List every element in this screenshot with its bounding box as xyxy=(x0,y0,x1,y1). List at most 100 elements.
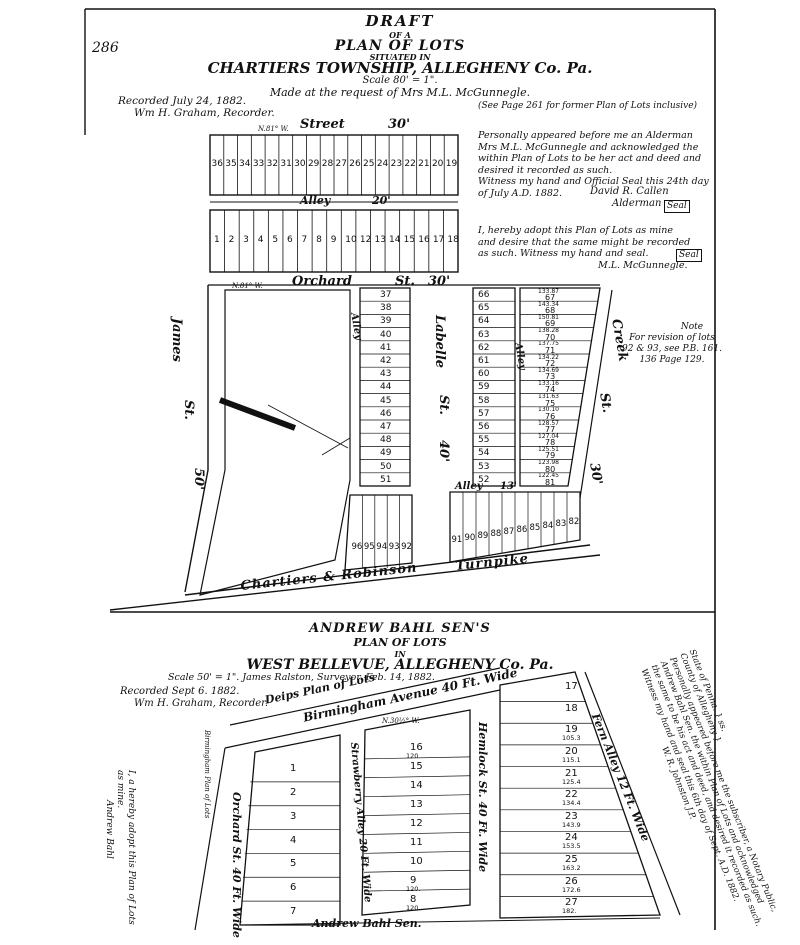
lot-divider xyxy=(363,756,471,760)
lot-number-col-b: 60 xyxy=(478,369,490,380)
lot-number-col-b: 63 xyxy=(478,329,490,340)
block-bottom-right xyxy=(449,491,581,563)
orchard-st: St. xyxy=(395,274,415,289)
fern-alley-line xyxy=(584,671,681,916)
lot-divider xyxy=(363,888,471,892)
lot-number-col-c: 72 xyxy=(545,359,556,368)
lot-divider xyxy=(363,775,471,779)
alley-bottom-width: 13' xyxy=(500,481,517,492)
lot-number-row2: 18 xyxy=(447,235,459,245)
lot-depth-lower-c: 105.3 xyxy=(562,734,581,743)
block-bottom-left xyxy=(344,494,413,571)
lot-depth-col-c: 125.51 xyxy=(538,445,559,453)
lot-number-col-a: 51 xyxy=(380,474,392,485)
lot-number-row1: 32 xyxy=(266,159,279,169)
lot-number-bottom-right: 86 xyxy=(516,525,528,535)
lot-number-row2: 16 xyxy=(418,235,430,245)
lower-block-c xyxy=(499,671,661,919)
lot-number-lower-b: 12 xyxy=(410,818,423,829)
creek-width-label: 30' xyxy=(586,461,605,487)
lower-signature: Andrew Bahl Sen. xyxy=(312,917,422,930)
lot-number-lower-b: 14 xyxy=(410,780,423,792)
lot-number-lower-b: 13 xyxy=(410,799,423,811)
creek-st-line xyxy=(579,289,613,499)
lot-number-lower-c: 23 xyxy=(565,810,578,822)
lot-number-row1: 25 xyxy=(363,159,375,169)
lot-number-row1: 24 xyxy=(376,159,389,169)
lot-depth-col-c: 150.81 xyxy=(538,313,559,321)
lot-number-row2: 8 xyxy=(316,235,322,245)
column-b-lots xyxy=(472,287,516,487)
lower-scale-line: Scale 50' = 1". James Ralston, Surveyor.… xyxy=(168,672,435,683)
lot-number-bottom-right: 82 xyxy=(568,517,580,527)
lot-number-col-c: 68 xyxy=(545,306,556,316)
lot-depth-lower-c: 134.4 xyxy=(562,799,581,808)
alderman-title: Alderman xyxy=(612,198,662,209)
lot-depth-col-c: 123.98 xyxy=(538,459,559,467)
lot-depth-col-c: 138.28 xyxy=(538,327,559,335)
lot-number-col-a: 47 xyxy=(380,422,392,432)
lot-depth-col-c: 128.57 xyxy=(538,419,559,427)
upper-recorder: Wm H. Graham, Recorder. xyxy=(134,107,275,119)
lot-depth-col-c: 133.16 xyxy=(538,379,559,387)
lot-number-lower-c: 26 xyxy=(565,875,578,887)
alley-bottom-label: Alley xyxy=(455,481,483,492)
lot-number-bottom-left: 94 xyxy=(376,542,388,552)
creek-st-label: St. xyxy=(596,391,615,415)
lot-number-col-b: 58 xyxy=(478,395,490,406)
upper-heading-title: PLAN OF LOTS xyxy=(334,38,466,54)
lot-number-bottom-right: 85 xyxy=(529,523,541,533)
lot-number-lower-c: 20 xyxy=(565,745,578,757)
lot-depth-col-c: 137.75 xyxy=(538,340,559,348)
turnpike-line-1 xyxy=(184,544,591,596)
lot-number-lower-b: 16 xyxy=(410,742,423,754)
lot-number-col-b: 62 xyxy=(478,342,490,353)
lot-divider xyxy=(363,813,471,816)
revision-note: Note For revision of lots 92 & 93, see P… xyxy=(622,322,722,365)
birmingham-plan-label: Birmingham Plan of Lots xyxy=(203,730,211,819)
lot-number-bottom-left: 95 xyxy=(363,542,375,552)
lot-number-row2: 3 xyxy=(243,235,249,245)
lot-divider xyxy=(363,794,471,798)
lot-depth-lower-c: 125.4 xyxy=(562,777,581,786)
lot-number-col-a: 39 xyxy=(380,316,392,327)
lot-number-row2: 13 xyxy=(374,235,386,245)
lot-number-col-b: 55 xyxy=(478,435,490,446)
lot-number-lower-c: 21 xyxy=(565,767,578,779)
lot-number-lower-c: 19 xyxy=(565,724,578,736)
lot-depth-lower-c: 163.2 xyxy=(562,864,581,873)
labelle-width-label: 40' xyxy=(436,440,451,463)
lot-number-col-b: 53 xyxy=(478,461,490,472)
lot-number-row2: 4 xyxy=(257,235,264,245)
lot-number-col-c: 77 xyxy=(545,425,556,434)
turnpike-line-2 xyxy=(109,554,601,611)
lower-heading-title: PLAN OF LOTS xyxy=(353,636,447,649)
lot-number-row2: 6 xyxy=(286,235,293,245)
lot-number-row1: 29 xyxy=(307,159,320,169)
lower-heading-place: WEST BELLEVUE, ALLEGHENY Co. Pa. xyxy=(246,657,554,673)
street-top-width: 30' xyxy=(388,117,411,132)
lower-block-a xyxy=(239,734,341,926)
lot-number-col-c: 69 xyxy=(545,319,556,329)
lot-number-bottom-right: 89 xyxy=(477,531,489,541)
lot-number-col-c: 75 xyxy=(545,398,556,408)
lot-number-row2: 7 xyxy=(301,235,308,245)
lot-number-col-b: 56 xyxy=(478,422,490,432)
lot-number-lower-c: 25 xyxy=(565,854,578,866)
lot-number-lower-a: 5 xyxy=(290,858,297,870)
lot-number-col-c: 74 xyxy=(545,385,556,395)
lot-number-row1: 33 xyxy=(252,159,265,169)
lot-depth-lower-c: 182. xyxy=(562,907,577,916)
lot-number-col-c: 76 xyxy=(545,411,556,421)
lot-depth-lower-c: 153.5 xyxy=(562,842,581,851)
lot-number-lower-b: 8 xyxy=(410,893,417,905)
birmingham-line xyxy=(224,689,501,749)
lot-number-lower-b: 9 xyxy=(410,874,417,886)
lot-depth-lower-b: 120. xyxy=(406,903,421,912)
labelle-label: Labelle xyxy=(432,315,447,369)
deips-line xyxy=(229,667,501,726)
lot-number-col-c: 79 xyxy=(545,451,556,461)
lot-number-lower-a: 1 xyxy=(290,762,297,774)
lot-number-row2: 5 xyxy=(272,235,279,245)
orchard-width: 30' xyxy=(428,274,451,289)
